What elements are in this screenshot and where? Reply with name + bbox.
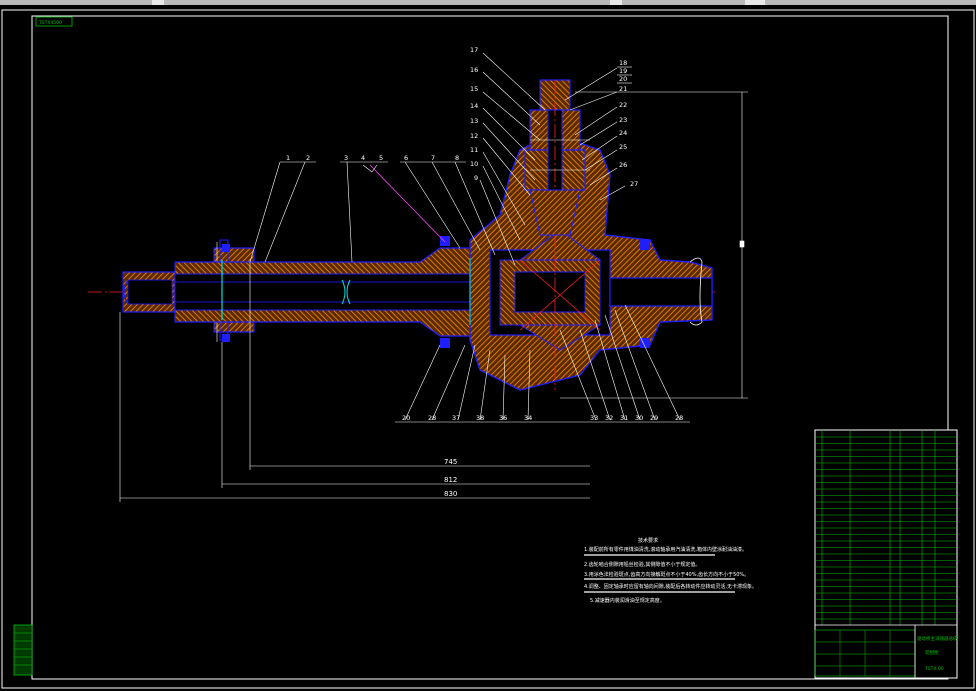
pinion-gear xyxy=(529,189,581,236)
axle-assembly[interactable] xyxy=(88,79,715,391)
notes-title: 技术要求 xyxy=(638,537,658,544)
drawing-code-tag: TSTX4590 xyxy=(35,16,73,27)
part-label: 30 xyxy=(635,414,643,422)
title-block: 驱动桥主减速器总成 装配图 TSTX-00 xyxy=(814,429,958,679)
part-label: 29 xyxy=(650,414,658,422)
part-label: 32 xyxy=(605,414,613,422)
part-label: 23 xyxy=(619,116,627,124)
part-label: 11 xyxy=(470,146,478,154)
part-label: 8 xyxy=(455,154,459,162)
part-label: 6 xyxy=(404,154,408,162)
note-line: 3.用涂色法检验斑点,齿高方向接触斑点不小于40%,齿长方向不小于50%。 xyxy=(584,571,749,578)
part-label: 26 xyxy=(619,161,627,169)
part-label: 3 xyxy=(344,154,348,162)
part-label: 28 xyxy=(675,414,683,422)
inner-frame xyxy=(31,15,949,680)
part-label: 22 xyxy=(619,101,627,109)
strip-tick xyxy=(152,0,164,5)
technical-notes: 技术要求 1.装配前所有零件用煤油清洗,滚动轴承用汽油清洗,箱体内壁涂耐油油漆。… xyxy=(584,537,757,604)
part-label: 13 xyxy=(470,117,478,125)
part-label: 20 xyxy=(402,414,410,422)
part-label: 5 xyxy=(379,154,383,162)
part-label: 16 xyxy=(470,66,478,74)
part-label: 33 xyxy=(590,414,598,422)
part-label: 18 xyxy=(619,59,627,67)
dimension-812: 812 xyxy=(444,476,457,484)
part-label: 38 xyxy=(476,414,484,422)
part-label: 10 xyxy=(470,160,478,168)
part-labels-right: 18 19 20 21 22 23 24 25 26 27 xyxy=(617,59,638,188)
height-dimension xyxy=(560,91,748,399)
part-label: 14 xyxy=(470,102,478,110)
part-label: 20 xyxy=(619,75,627,83)
top-strip xyxy=(0,0,976,5)
dimension-830: 830 xyxy=(444,490,457,498)
part-label: 4 xyxy=(361,154,365,162)
part-label: 1 xyxy=(286,154,290,162)
part-label: 7 xyxy=(431,154,435,162)
part-label: 27 xyxy=(630,180,638,188)
part-labels-top: 1 2 3 4 5 6 7 8 9 10 11 12 13 14 15 16 1… xyxy=(280,46,478,182)
part-label: 34 xyxy=(524,414,532,422)
part-label: 25 xyxy=(619,143,627,151)
tag-label: TSTX4590 xyxy=(38,20,62,26)
part-label: 19 xyxy=(619,67,627,75)
title-code: TSTX-00 xyxy=(924,666,944,672)
note-line: 5.减速器内装润滑油至规定高度。 xyxy=(590,597,665,604)
part-label: 28 xyxy=(428,414,436,422)
note-line: 1.装配前所有零件用煤油清洗,滚动轴承用汽油清洗,箱体内壁涂耐油油漆。 xyxy=(584,546,747,553)
part-label: 36 xyxy=(499,414,507,422)
part-labels-bottom: 20 28 37 38 36 34 33 32 31 30 29 28 xyxy=(395,414,690,423)
strip-tick xyxy=(610,0,622,5)
note-line: 4.调整、固定轴承时应留有轴向间隙,装配后各转动件应转动灵活,无卡滞现象。 xyxy=(584,583,757,590)
leaders xyxy=(249,52,681,421)
part-label: 17 xyxy=(470,46,478,54)
length-dimensions xyxy=(119,312,590,502)
part-label: 24 xyxy=(619,129,627,137)
note-line: 2.齿轮啮合侧隙用铅丝检验,其侧隙值不小于规定值。 xyxy=(584,561,700,568)
cad-drawing[interactable]: TSTX4590 xyxy=(0,5,976,691)
part-label: 12 xyxy=(470,132,478,140)
title-sub: 装配图 xyxy=(925,649,939,656)
outer-frame xyxy=(1,9,975,689)
part-label: 9 xyxy=(474,174,478,182)
part-label: 21 xyxy=(619,85,627,93)
title-text: 驱动桥主减速器总成 xyxy=(917,635,958,642)
strip-tick xyxy=(745,0,765,5)
dimension-745: 745 xyxy=(444,458,457,466)
part-label: 2 xyxy=(306,154,310,162)
revision-block xyxy=(13,624,33,676)
part-label: 31 xyxy=(620,414,628,422)
part-label: 37 xyxy=(452,414,460,422)
highlight-leader xyxy=(369,164,446,243)
part-label: 15 xyxy=(470,85,478,93)
